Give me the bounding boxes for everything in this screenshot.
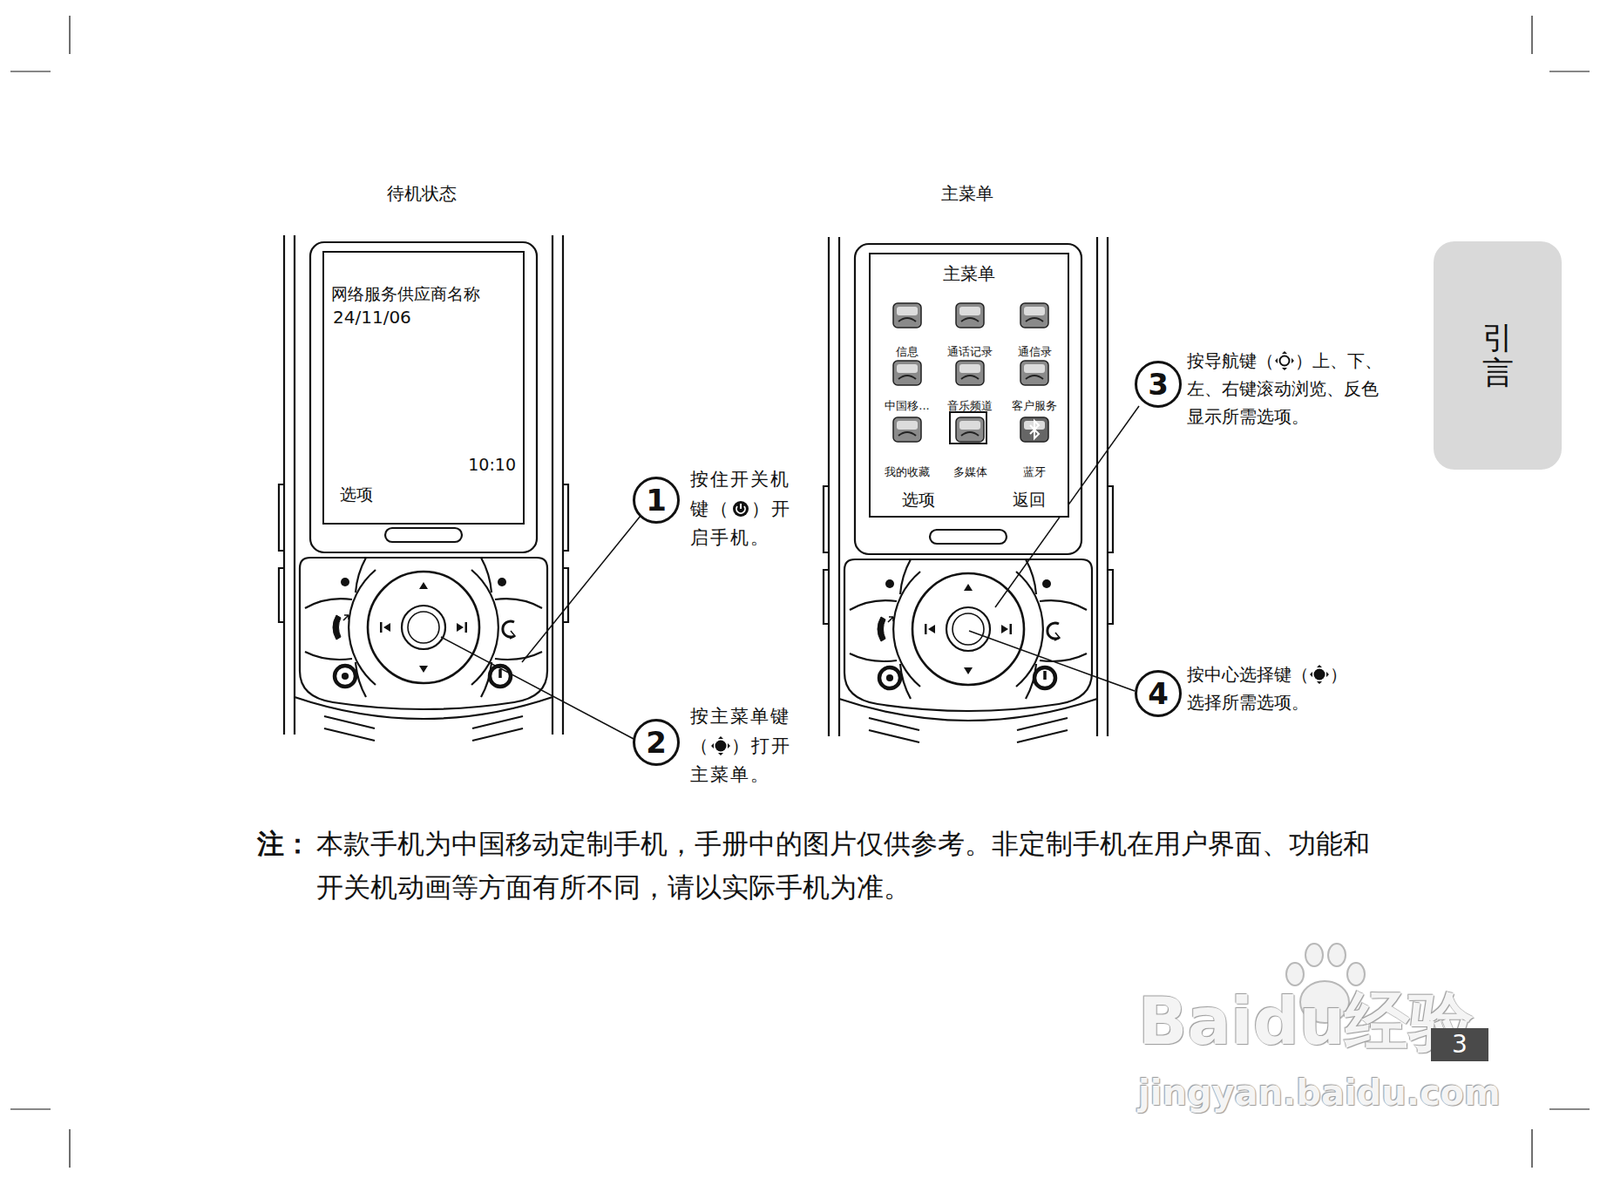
callout-number: 4 [1134, 670, 1182, 718]
note-text-block: 本款手机为中国移动定制手机，手册中的图片仅供参考。非定制手机在用户界面、功能和开… [316, 822, 1389, 909]
menu-icon [889, 414, 925, 445]
callout-text-block: 按中心选择键（）选择所需选项。 [1186, 660, 1362, 717]
menu-icon [952, 414, 988, 445]
menu-icon [1016, 358, 1052, 388]
menu-label: 多媒体 [931, 465, 1009, 480]
page-number-block: 3 [1430, 1028, 1489, 1062]
menu-item: 多媒体 [936, 413, 1004, 480]
menu-item: 中国移... [874, 356, 941, 414]
callout-text: 按中心选择键（ [1186, 664, 1309, 685]
watermark-url: jingyan.baidu.com [1138, 1072, 1501, 1113]
callout-number: 1 [632, 476, 680, 524]
callout-number-text: 3 [1147, 366, 1169, 403]
screen-heading-block: 主菜单 [897, 179, 1038, 208]
key-icon [1274, 351, 1295, 371]
phone-screen: 网络服务供应商名称24/11/06 10:10 选项 [322, 250, 525, 525]
callout-number-text: 4 [1147, 676, 1169, 712]
screen-text: 网络服务供应商名称 [331, 284, 481, 305]
section-tab: 引言 [1433, 241, 1562, 470]
menu-label: 蓝牙 [996, 465, 1073, 480]
key-icon [710, 736, 732, 756]
key-icon [730, 499, 752, 519]
menu-label: 我的收藏 [868, 465, 946, 480]
menu-icon [952, 358, 988, 388]
menu-item: 客户服务 [1001, 356, 1068, 414]
menu-icon [889, 358, 925, 388]
callout-text-block: 按导航键（）上、下、左、右键滚动浏览、反色显示所需选项。 [1186, 346, 1392, 431]
menu-label: 中国移... [868, 399, 946, 414]
phone-screen: 主菜单选项 返回 信息通话记录通信录中国移...音乐频道客户服务我的收藏多媒体蓝牙 [868, 252, 1070, 518]
callout-number: 2 [632, 718, 680, 767]
screen-text: 选项 [339, 484, 373, 505]
callout-number-text: 2 [645, 725, 667, 761]
screen-text: 主菜单 [870, 263, 1068, 285]
menu-item: 我的收藏 [874, 413, 941, 480]
screen-text: 24/11/06 [332, 306, 412, 328]
screen-text: 返回 [1012, 489, 1046, 510]
screen-text: 选项 [901, 489, 936, 510]
callout-number-text: 1 [645, 482, 667, 519]
menu-icon [1016, 300, 1052, 331]
menu-icon [952, 300, 988, 331]
menu-label: 通信录 [996, 345, 1073, 360]
key-icon [1308, 664, 1330, 685]
callout-text-block: 按住开关机键（）开启手机。 [690, 465, 794, 554]
note-label-block: 注： [257, 822, 319, 867]
menu-item: 通信录 [1001, 298, 1068, 360]
callout-text: 按导航键（ [1186, 350, 1275, 372]
screen-text: 10:10 [467, 454, 516, 475]
screen-heading-block: 待机状态 [352, 179, 492, 208]
screen-heading: 待机状态 [386, 183, 457, 204]
menu-icon [1016, 414, 1052, 445]
menu-item: 通话记录 [936, 298, 1004, 360]
menu-label: 通话记录 [931, 345, 1009, 360]
menu-item: 蓝牙 [1001, 413, 1068, 480]
callout-text-block: 按主菜单键（）打开主菜单。 [690, 702, 794, 791]
note-label: 注： [257, 827, 312, 860]
page-number: 3 [1451, 1030, 1468, 1059]
menu-label: 信息 [868, 345, 946, 360]
callout-number: 3 [1134, 360, 1182, 408]
menu-label: 客户服务 [996, 399, 1073, 414]
selection-box [949, 411, 988, 445]
menu-item: 音乐频道 [936, 356, 1004, 414]
menu-icon [889, 300, 925, 331]
screen-heading: 主菜单 [941, 183, 994, 204]
menu-item: 信息 [874, 298, 941, 360]
watermark: Baidu经验 [1138, 983, 1474, 1059]
watermark-url-block: jingyan.baidu.com [1138, 1073, 1522, 1112]
tab-label: 引言 [1482, 320, 1514, 390]
note-text: 本款手机为中国移动定制手机，手册中的图片仅供参考。非定制手机在用户界面、功能和开… [316, 827, 1370, 903]
